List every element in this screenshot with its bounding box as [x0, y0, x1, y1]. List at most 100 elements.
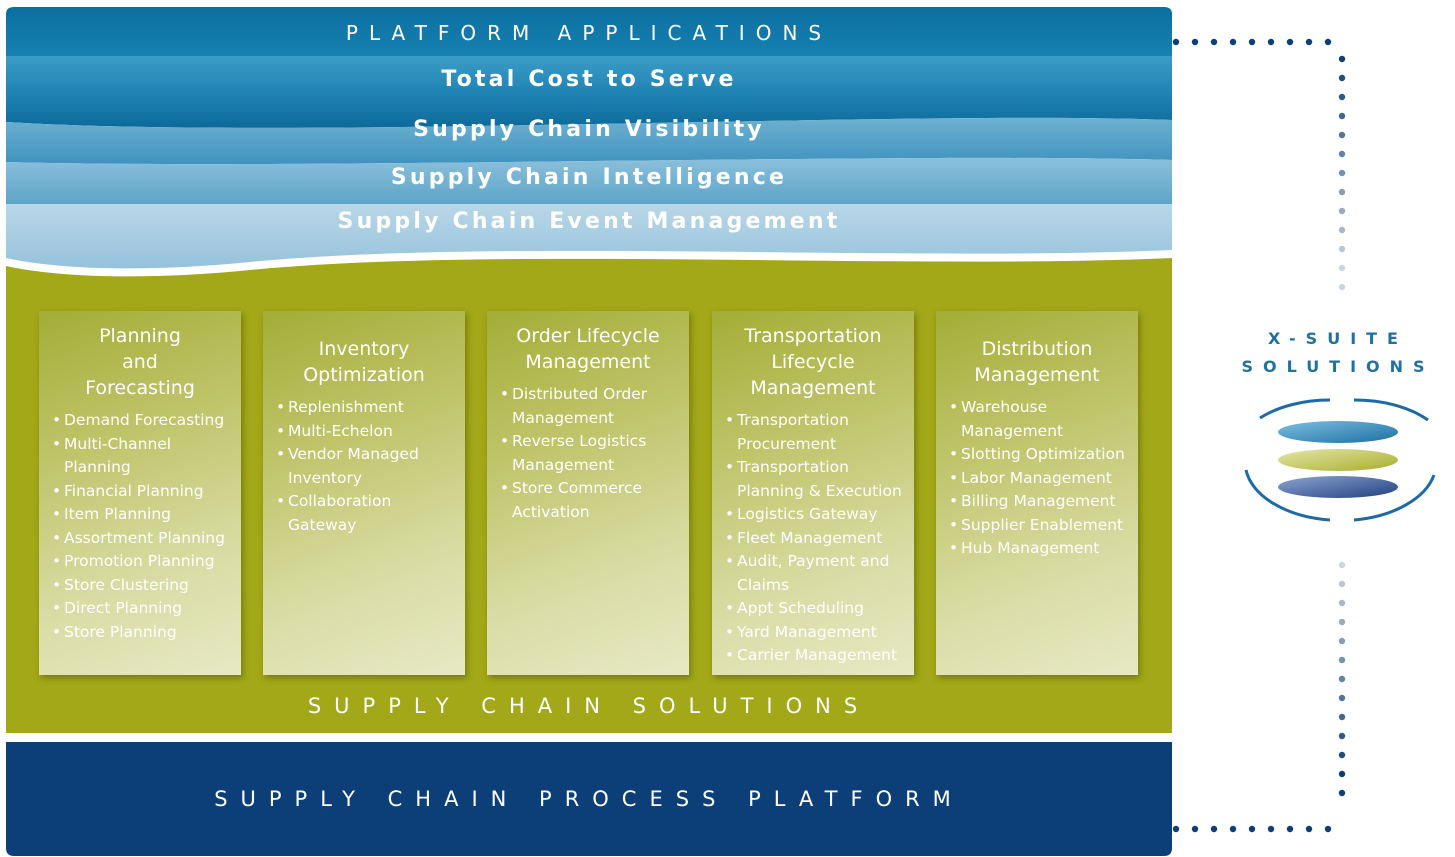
- connector-dot: [1338, 93, 1346, 101]
- connector-dot: [1338, 637, 1346, 645]
- list-item: Warehouse Management: [949, 396, 1132, 443]
- connector-dot: [1286, 38, 1294, 46]
- connector-dot: [1229, 38, 1237, 46]
- connector-dot: [1324, 825, 1332, 833]
- column-title: Inventory Optimization: [303, 338, 425, 386]
- list-item: Logistics Gateway: [725, 503, 908, 527]
- list-item: Supplier Enablement: [949, 514, 1132, 538]
- list-item: Vendor Managed Inventory: [276, 443, 459, 490]
- connector-dot: [1338, 207, 1346, 215]
- connector-dot: [1267, 825, 1275, 833]
- connector-dot: [1248, 825, 1256, 833]
- list-item: Slotting Optimization: [949, 443, 1132, 467]
- list-item: Multi-Channel Planning: [52, 433, 235, 480]
- connector-dot: [1210, 38, 1218, 46]
- column-items: Demand ForecastingMulti-Channel Planning…: [39, 409, 241, 644]
- connector-dot: [1338, 169, 1346, 177]
- layer-supply-chain-intelligence: Supply Chain Intelligence: [390, 165, 788, 190]
- list-item: Item Planning: [52, 503, 235, 527]
- connector-dot: [1210, 825, 1218, 833]
- connector-dot: [1338, 580, 1346, 588]
- connector-dot: [1338, 561, 1346, 569]
- connector-dot: [1338, 188, 1346, 196]
- column-items: Transportation ProcurementTransportation…: [712, 409, 914, 668]
- connector-dot: [1338, 789, 1346, 797]
- list-item: Store Commerce Activation: [500, 477, 683, 524]
- column-items: Distributed Order ManagementReverse Logi…: [487, 383, 689, 524]
- connector-dot: [1305, 38, 1313, 46]
- list-item: Appt Scheduling: [725, 597, 908, 621]
- solution-column-order: Order Lifecycle Management Distributed O…: [487, 311, 689, 675]
- connector-dot: [1338, 732, 1346, 740]
- solution-column-transportation: Transportation Lifecycle Management Tran…: [712, 311, 914, 675]
- connector-dot: [1338, 656, 1346, 664]
- connector-dot: [1172, 825, 1180, 833]
- connector-dot: [1338, 74, 1346, 82]
- list-item: Collaboration Gateway: [276, 490, 459, 537]
- connector-dot: [1338, 150, 1346, 158]
- connector-dot: [1229, 825, 1237, 833]
- list-item: Reverse Logistics Management: [500, 430, 683, 477]
- connector-dot: [1338, 713, 1346, 721]
- column-items: Warehouse ManagementSlotting Optimizatio…: [936, 396, 1138, 561]
- column-title: Planning and Forecasting: [85, 325, 195, 399]
- list-item: Direct Planning: [52, 597, 235, 621]
- list-item: Assortment Planning: [52, 527, 235, 551]
- connector-dot: [1191, 825, 1199, 833]
- column-title: Distribution Management: [974, 338, 1100, 386]
- connector-dot: [1338, 226, 1346, 234]
- list-item: Financial Planning: [52, 480, 235, 504]
- column-title: Transportation Lifecycle Management: [744, 325, 882, 399]
- connector-dot: [1286, 825, 1294, 833]
- connector-dot: [1338, 245, 1346, 253]
- platform-applications-title: PLATFORM APPLICATIONS: [345, 21, 833, 45]
- solution-column-inventory: Inventory Optimization ReplenishmentMult…: [263, 311, 465, 675]
- connector-dot: [1191, 38, 1199, 46]
- list-item: Multi-Echelon: [276, 420, 459, 444]
- connector-dot: [1338, 770, 1346, 778]
- connector-dot: [1338, 618, 1346, 626]
- layer-supply-chain-event-management: Supply Chain Event Management: [337, 209, 841, 234]
- connector-dots: [1172, 38, 1346, 833]
- connector-dot: [1338, 264, 1346, 272]
- solution-column-distribution: Distribution Management Warehouse Manage…: [936, 311, 1138, 675]
- list-item: Carrier Management: [725, 644, 908, 668]
- layer-supply-chain-visibility: Supply Chain Visibility: [413, 117, 765, 142]
- connector-dot: [1338, 599, 1346, 607]
- connector-dot: [1338, 694, 1346, 702]
- connector-dot: [1338, 131, 1346, 139]
- xsuite-label-line1: X-SUITE: [1268, 329, 1408, 348]
- connector-dot: [1267, 38, 1275, 46]
- list-item: Replenishment: [276, 396, 459, 420]
- list-item: Hub Management: [949, 537, 1132, 561]
- list-item: Billing Management: [949, 490, 1132, 514]
- connector-dot: [1338, 751, 1346, 759]
- solution-column-planning: Planning and Forecasting Demand Forecast…: [39, 311, 241, 675]
- list-item: Promotion Planning: [52, 550, 235, 574]
- connector-dot: [1338, 55, 1346, 63]
- column-title: Order Lifecycle Management: [516, 325, 660, 373]
- list-item: Yard Management: [725, 621, 908, 645]
- supply-chain-process-platform-label: SUPPLY CHAIN PROCESS PLATFORM: [214, 787, 964, 811]
- supply-chain-solutions-label: SUPPLY CHAIN SOLUTIONS: [307, 694, 871, 718]
- list-item: Distributed Order Management: [500, 383, 683, 430]
- layer-total-cost-to-serve: Total Cost to Serve: [441, 67, 737, 92]
- list-item: Audit, Payment and Claims: [725, 550, 908, 597]
- connector-dot: [1324, 38, 1332, 46]
- list-item: Store Clustering: [52, 574, 235, 598]
- connector-dot: [1305, 825, 1313, 833]
- list-item: Transportation Planning & Execution: [725, 456, 908, 503]
- connector-dot: [1338, 675, 1346, 683]
- connector-dot: [1172, 38, 1180, 46]
- column-items: ReplenishmentMulti-EchelonVendor Managed…: [263, 396, 465, 537]
- list-item: Store Planning: [52, 621, 235, 645]
- connector-dot: [1338, 283, 1346, 291]
- connector-dot: [1338, 112, 1346, 120]
- list-item: Transportation Procurement: [725, 409, 908, 456]
- xsuite-label-line2: SOLUTIONS: [1241, 357, 1435, 376]
- xsuite-stack-icon: [1244, 398, 1436, 522]
- connector-dot: [1248, 38, 1256, 46]
- list-item: Demand Forecasting: [52, 409, 235, 433]
- list-item: Fleet Management: [725, 527, 908, 551]
- list-item: Labor Management: [949, 467, 1132, 491]
